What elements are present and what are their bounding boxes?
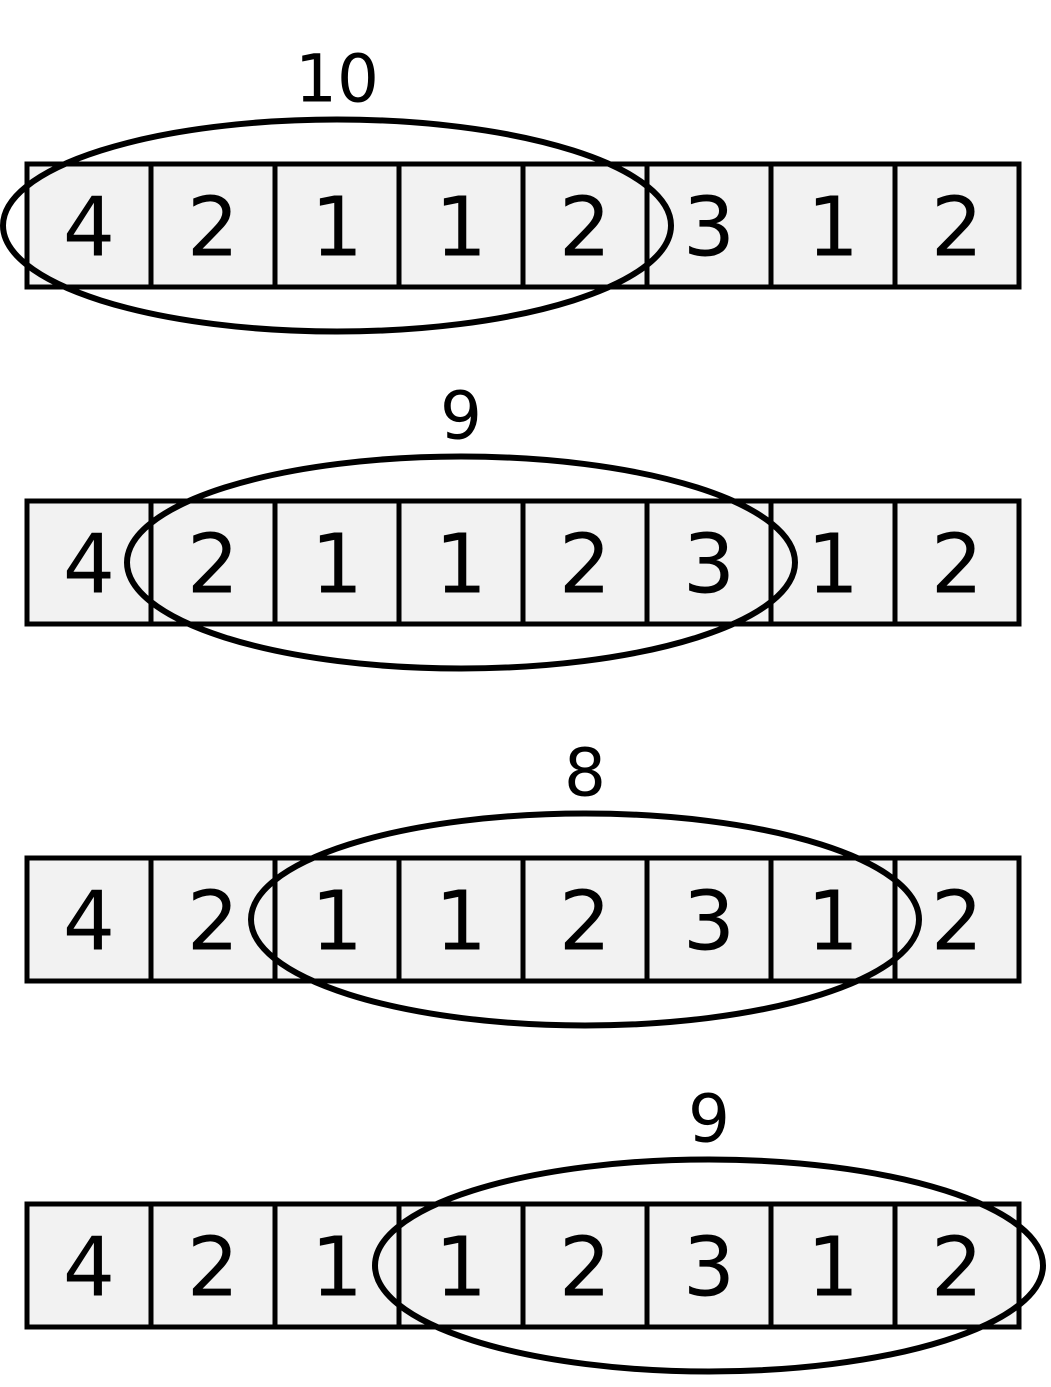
cell-value: 1 <box>311 875 363 970</box>
cell-value: 1 <box>807 181 859 276</box>
array-cell <box>24 855 154 984</box>
array-cell <box>892 498 1022 627</box>
array-cell <box>396 855 526 984</box>
array-cell <box>644 855 774 984</box>
array-cell <box>768 161 898 290</box>
cell-value: 3 <box>683 518 735 613</box>
cell-value: 4 <box>63 518 115 613</box>
cell-value: 1 <box>435 518 487 613</box>
cell-value: 3 <box>683 1221 735 1316</box>
cell-value: 2 <box>559 875 611 970</box>
array-cell <box>272 498 402 627</box>
cell-value: 2 <box>559 1221 611 1316</box>
array-cell <box>272 1201 402 1330</box>
cell-value: 2 <box>559 181 611 276</box>
array-cell <box>24 1201 154 1330</box>
array-cell <box>148 855 278 984</box>
cell-value: 2 <box>931 875 983 970</box>
array-cell <box>520 855 650 984</box>
array-cell <box>148 161 278 290</box>
cell-value: 2 <box>187 181 239 276</box>
window-ellipse <box>248 810 922 1029</box>
cell-value: 2 <box>187 518 239 613</box>
array-cell <box>644 1201 774 1330</box>
cell-value: 2 <box>187 875 239 970</box>
array-cell <box>768 855 898 984</box>
window-sum-label: 9 <box>688 1081 730 1158</box>
array-cell <box>396 498 526 627</box>
cell-value: 3 <box>683 181 735 276</box>
cell-value: 1 <box>435 181 487 276</box>
array-cell <box>644 161 774 290</box>
cell-value: 1 <box>311 1221 363 1316</box>
array-cell <box>892 161 1022 290</box>
array-cell <box>520 161 650 290</box>
cell-value: 4 <box>63 181 115 276</box>
cell-value: 1 <box>435 1221 487 1316</box>
window-sum-label: 9 <box>440 378 482 455</box>
array-cell <box>24 161 154 290</box>
window-ellipse <box>372 1156 1046 1375</box>
array-cell <box>892 1201 1022 1330</box>
cell-value: 3 <box>683 875 735 970</box>
window-sum-label: 8 <box>564 735 606 812</box>
array-cell <box>24 498 154 627</box>
window-ellipse <box>124 453 798 672</box>
window-sum-label: 10 <box>295 41 379 118</box>
array-cell <box>272 161 402 290</box>
cell-value: 4 <box>63 875 115 970</box>
cell-value: 1 <box>807 875 859 970</box>
cell-value: 2 <box>559 518 611 613</box>
cell-value: 2 <box>931 518 983 613</box>
cell-value: 1 <box>807 518 859 613</box>
cell-value: 2 <box>931 181 983 276</box>
cell-value: 1 <box>435 875 487 970</box>
array-cell <box>396 1201 526 1330</box>
cell-value: 1 <box>311 181 363 276</box>
cell-value: 1 <box>807 1221 859 1316</box>
cell-value: 1 <box>311 518 363 613</box>
array-cell <box>520 1201 650 1330</box>
window-ellipse <box>0 116 674 335</box>
cell-value: 4 <box>63 1221 115 1316</box>
cell-value: 2 <box>931 1221 983 1316</box>
array-cell <box>892 855 1022 984</box>
cell-value: 2 <box>187 1221 239 1316</box>
array-cell <box>520 498 650 627</box>
array-cell <box>148 498 278 627</box>
